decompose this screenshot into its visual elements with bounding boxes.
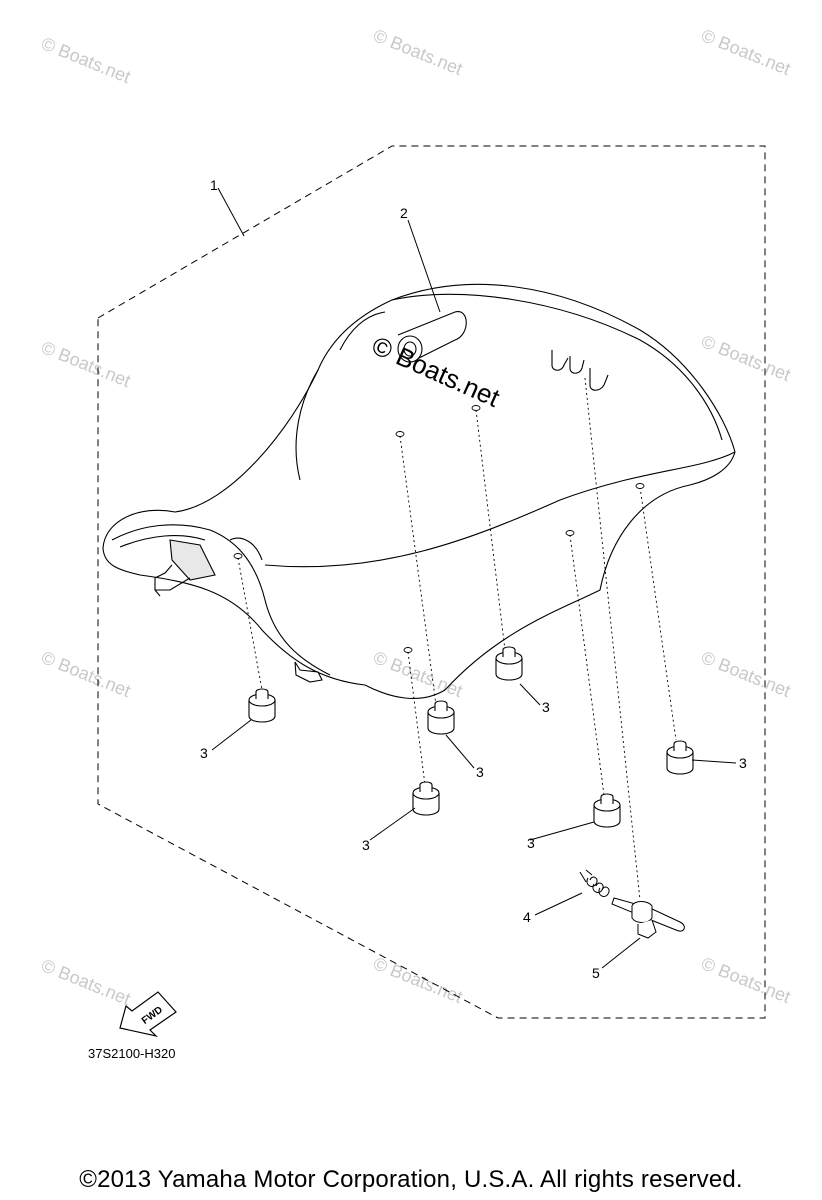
diagram-code: 37S2100-H320 bbox=[88, 1046, 176, 1061]
damper-5 bbox=[593, 793, 621, 828]
callout-3-e: 3 bbox=[527, 835, 535, 851]
leader-lines bbox=[211, 187, 737, 969]
callout-2: 2 bbox=[400, 205, 408, 221]
damper-4 bbox=[495, 646, 523, 681]
damper-2 bbox=[427, 700, 455, 735]
callout-5: 5 bbox=[592, 965, 600, 981]
callout-3-d: 3 bbox=[542, 699, 550, 715]
mount-holes bbox=[233, 405, 645, 653]
callout-4: 4 bbox=[523, 909, 531, 925]
callout-3-b: 3 bbox=[476, 764, 484, 780]
seat-assembly bbox=[102, 283, 736, 700]
watermark-bottom-right: © Boats.net bbox=[699, 953, 794, 1007]
fwd-arrow-icon: FWD bbox=[119, 991, 177, 1038]
callout-1: 1 bbox=[210, 177, 218, 193]
callout-3-c: 3 bbox=[362, 837, 370, 853]
callout-3-f: 3 bbox=[739, 755, 747, 771]
part-5-latch bbox=[611, 897, 685, 939]
callout-3-a: 3 bbox=[200, 745, 208, 761]
watermark-top-center: © Boats.net bbox=[371, 25, 466, 79]
part-2-cover bbox=[397, 311, 467, 363]
watermark-top-left: © Boats.net bbox=[39, 33, 134, 87]
dampers bbox=[248, 646, 694, 828]
watermark-bottom-center: © Boats.net bbox=[371, 953, 466, 1007]
watermark-bottom-left: © Boats.net bbox=[39, 955, 134, 1009]
assembly-dashed-outline bbox=[97, 145, 766, 1019]
copyright-notice: ©2013 Yamaha Motor Corporation, U.S.A. A… bbox=[79, 1166, 743, 1193]
damper-3 bbox=[412, 781, 440, 816]
guide-lines bbox=[237, 377, 677, 901]
watermark-mid-right: © Boats.net bbox=[699, 331, 794, 385]
callout-numbers: 1 2 3 3 3 3 3 3 4 5 bbox=[200, 177, 747, 981]
damper-6 bbox=[666, 740, 694, 775]
watermark-mid-left: © Boats.net bbox=[39, 337, 134, 391]
watermark-top-right: © Boats.net bbox=[699, 25, 794, 79]
damper-1 bbox=[248, 688, 276, 723]
part-4-spring bbox=[579, 869, 610, 897]
watermark-low-left: © Boats.net bbox=[39, 647, 134, 701]
watermark-low-right: © Boats.net bbox=[699, 647, 794, 701]
watermarks: © Boats.net © Boats.net © Boats.net © Bo… bbox=[39, 25, 794, 1009]
